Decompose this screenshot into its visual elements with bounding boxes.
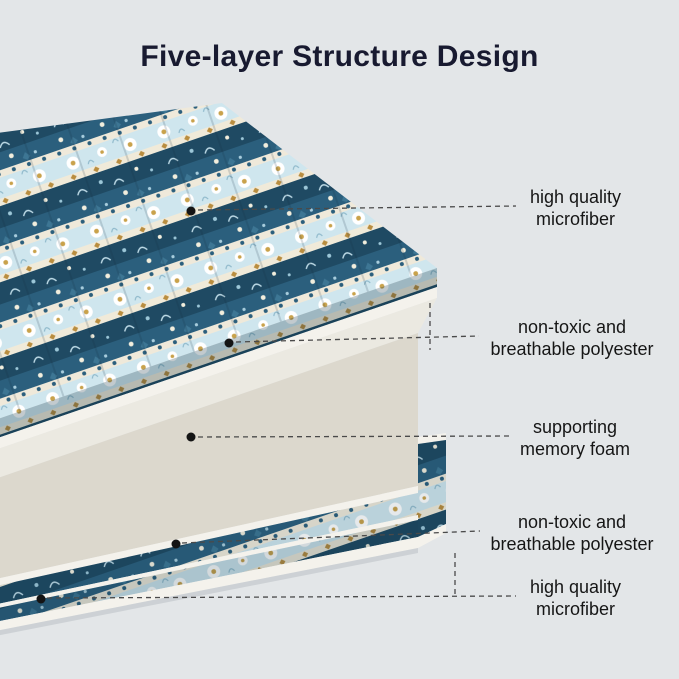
layer2-polyester-edge (0, 287, 437, 449)
callout-label-polyester-lower: non-toxic and breathable polyester (462, 512, 679, 555)
leader-line-2 (235, 335, 480, 343)
callout-line: high quality (529, 187, 622, 207)
bottom-slab-wedge-top-edge (418, 433, 446, 444)
layer4-strip (0, 493, 418, 604)
layer1-side-shade (0, 268, 437, 438)
layer-dot-4 (171, 539, 181, 549)
callout-line: supporting (532, 417, 618, 437)
layer4-strip-shade (0, 493, 418, 604)
callout-leaders (46, 205, 517, 599)
bottom-slab-wedge-shade (418, 440, 446, 537)
leader-line-3 (197, 435, 510, 438)
bottom-slab-wedge-bottom-edge (418, 524, 446, 548)
callout-line: non-toxic and (517, 512, 627, 532)
callout-label-memory-foam: supporting memory foam (470, 417, 679, 460)
layer3-foam-front-face (0, 333, 418, 579)
ground-shadow (0, 548, 418, 636)
leader-line-5 (46, 595, 517, 599)
layer-dot-5 (36, 594, 46, 604)
callout-label-microfiber-bottom: high quality microfiber (473, 577, 678, 620)
layer-dot-1 (186, 206, 196, 216)
callout-line: microfiber (535, 208, 615, 229)
callout-line: memory foam (519, 438, 631, 459)
layer1-quilting-stitch-overlay (0, 103, 437, 419)
leader-line-1 (197, 205, 517, 211)
callout-line: high quality (529, 577, 622, 597)
layer5-strip-shade (0, 520, 418, 621)
bottom-white-edge (0, 537, 418, 631)
layer-dots (36, 206, 234, 604)
layer-dot-3 (186, 432, 196, 442)
callout-line: breathable polyester (490, 338, 654, 359)
bottom-slab-wedge-face (418, 440, 446, 537)
layer5-microfiber-strip (0, 520, 418, 621)
layer1-side-face (0, 268, 437, 438)
layer5-divider-edge (0, 515, 418, 608)
callout-line: breathable polyester (490, 533, 654, 554)
mattress-stack (0, 103, 446, 636)
layer3-foam-top-face (0, 298, 437, 478)
layer-dot-2 (224, 338, 234, 348)
callout-label-microfiber-top: high quality microfiber (473, 187, 678, 230)
page-title: Five-layer Structure Design (140, 40, 539, 73)
callout-label-polyester-upper: non-toxic and breathable polyester (462, 317, 679, 360)
leader-line-4 (181, 530, 481, 544)
callout-line: microfiber (535, 598, 615, 619)
callout-line: non-toxic and (517, 317, 627, 337)
layer4-polyester-edge (0, 486, 418, 586)
